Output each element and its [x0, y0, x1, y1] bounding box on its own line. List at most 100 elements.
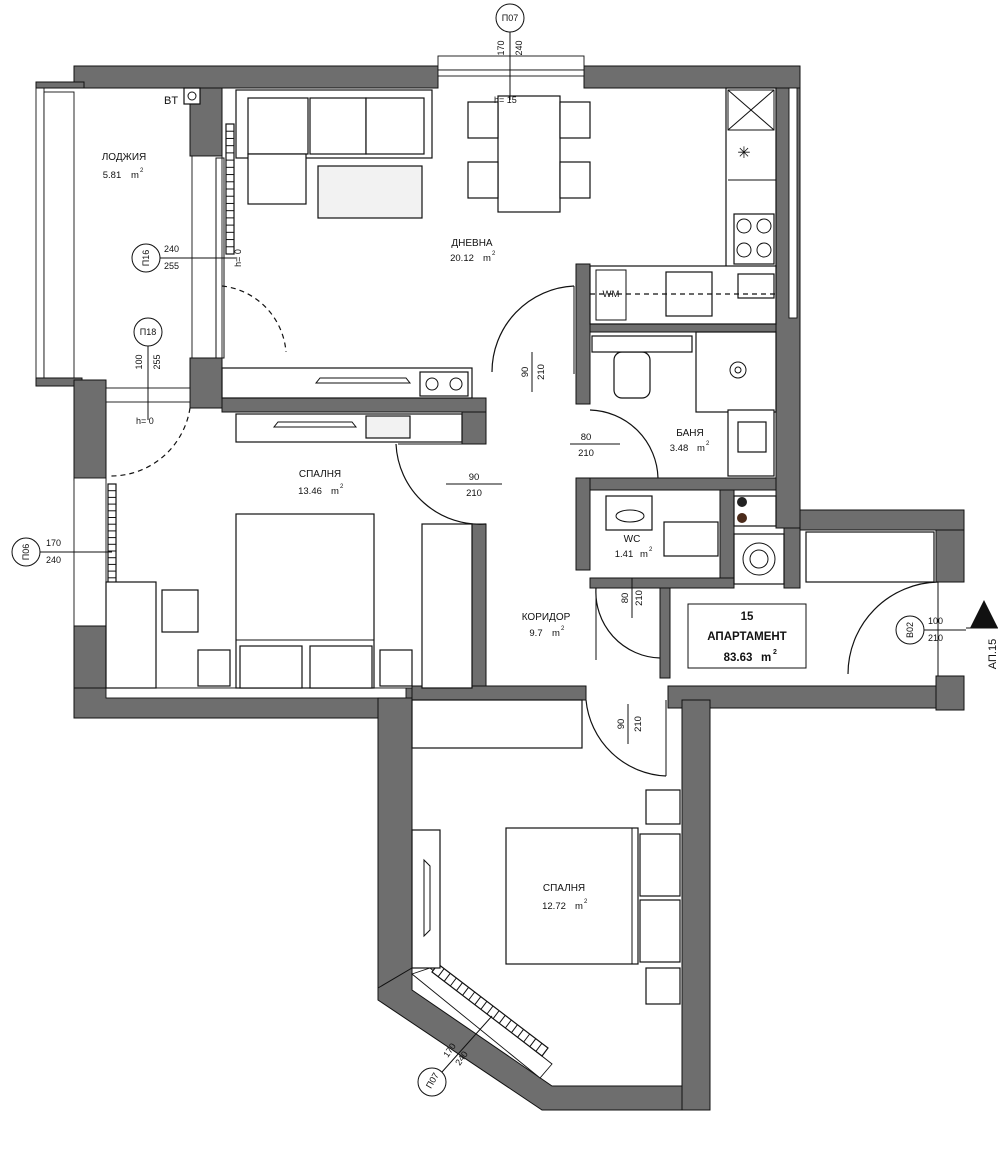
apartment-number: 15 [741, 611, 754, 623]
bed-2 [505, 827, 639, 965]
washer-drum-inner [749, 549, 769, 569]
wall-stub-1 [461, 411, 487, 445]
speaker-cone [449, 377, 463, 391]
room-labels: ЛОДЖИЯ 5.81 m 2 ДНЕВНА 20.12 m 2 СПАЛНЯ … [102, 152, 710, 912]
nightstand [197, 649, 231, 687]
window-right-kitchen [788, 87, 798, 319]
room-name-bath: БАНЯ [676, 428, 703, 439]
wc-basin-bowl [615, 509, 645, 523]
loggia-top [35, 81, 85, 89]
wc-toilet [663, 521, 719, 557]
kitchen-hood [727, 89, 775, 131]
dim-b02-w: 100 [928, 616, 943, 626]
hood-cross [727, 89, 775, 131]
wall-wc-right [719, 489, 735, 583]
area-unit: m [640, 549, 648, 560]
door-dim-h: 210 [633, 716, 644, 732]
bathroom [591, 331, 777, 477]
radiator-fin [449, 977, 457, 987]
nightstand [645, 967, 681, 1005]
installation-panel [591, 335, 693, 353]
door-dimensions: 90 210 80 210 90 210 80 210 90 210 [446, 352, 645, 744]
dim-p18-h: 255 [152, 354, 162, 369]
door-dim-w: 90 [520, 367, 531, 378]
coffee-table [317, 165, 423, 219]
chair [467, 161, 499, 199]
desk [105, 581, 157, 689]
room-name-bedroom1: СПАЛНЯ [299, 469, 341, 480]
sill-height: h= 0 [233, 249, 243, 267]
loggia-parapet-outer [35, 85, 45, 383]
door-swing [491, 285, 575, 373]
radiator-loggia [225, 123, 235, 255]
area-unit-sup: 2 [561, 626, 565, 632]
fan-icon: ✳ [737, 145, 750, 162]
dim-p07-top-h: 240 [514, 40, 524, 55]
room-name-wc: WC [624, 534, 641, 545]
pillow [639, 833, 681, 897]
radiator-fin [511, 1024, 518, 1033]
desk-chair [161, 589, 199, 633]
walls [35, 55, 965, 1111]
door-swing-balcony [109, 407, 191, 477]
tag-p06: П06 [21, 544, 31, 560]
chair [559, 101, 591, 139]
dim-p06-w: 170 [46, 538, 61, 548]
door-swing [585, 699, 667, 777]
doors [109, 285, 939, 777]
window-top-sill [437, 69, 585, 77]
entrance-cabinet [805, 531, 935, 583]
radiator-fin [523, 1033, 531, 1043]
wardrobe-bed1 [235, 413, 463, 443]
wm-label: WM [603, 289, 620, 300]
area-unit-sup: 2 [140, 168, 144, 174]
pillow [309, 645, 373, 689]
wall-loggia-living-bottom [189, 357, 223, 409]
burner [736, 218, 752, 234]
room-area-living: 20.12 [450, 253, 474, 264]
radiator-fin [535, 1043, 543, 1052]
door-dim-h: 210 [634, 590, 645, 606]
burner [756, 242, 772, 258]
window-diagonal-frame [411, 967, 553, 1079]
burner [736, 242, 752, 258]
wardrobe-bed2 [411, 829, 441, 969]
area-unit-sup: 2 [584, 899, 588, 905]
door-dim-h: 210 [578, 448, 594, 459]
room-name-living: ДНЕВНА [451, 238, 493, 249]
entrance-label: АП.15 [987, 639, 999, 669]
area-unit-sup: 2 [492, 251, 496, 257]
tag-b02: В02 [905, 622, 915, 638]
nightstand [379, 649, 413, 687]
radiator-fin [456, 982, 463, 991]
tag-p07-top: П07 [502, 13, 518, 23]
radiator-fin [443, 973, 451, 982]
wall-entrance-top [799, 509, 965, 531]
entrance-marker: АП.15 [966, 600, 999, 669]
door-dim-w: 80 [581, 432, 592, 443]
valve-icon [737, 513, 747, 523]
wall-wc-bottom [589, 577, 735, 589]
wardrobe-handle [423, 858, 431, 938]
door-swing-loggia [221, 285, 287, 353]
wall-top-left [73, 65, 439, 89]
pillow [639, 899, 681, 963]
radiator-fin [517, 1029, 524, 1038]
radiator-fin [492, 1010, 500, 1019]
speaker-cone [425, 377, 439, 391]
toilet-bath [613, 351, 651, 399]
apartment-title: АПАРТАМЕНТ [707, 631, 786, 643]
room-area-bath: 3.48 [670, 443, 689, 454]
wall-entrance-right-top [935, 529, 965, 583]
living-furniture [221, 89, 591, 399]
bt-circle [187, 91, 197, 101]
area-unit-sup: 2 [340, 484, 344, 490]
bath-washbasin [737, 421, 767, 453]
wc [605, 495, 935, 585]
apartment-box [687, 603, 807, 669]
pillow [239, 645, 303, 689]
door-dim-h: 210 [536, 364, 547, 380]
wall-wc-bottom-stub [659, 587, 671, 679]
tag-leader [441, 1015, 493, 1073]
door-swing-entrance [847, 581, 939, 675]
